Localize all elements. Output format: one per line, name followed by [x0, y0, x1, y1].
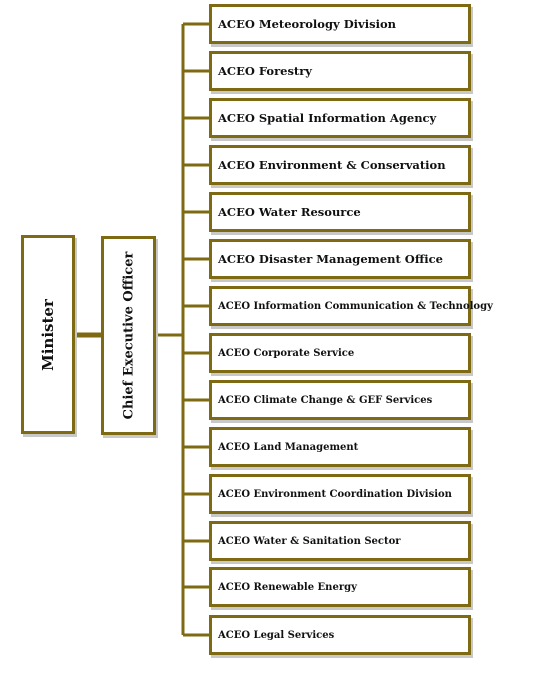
division-label: ACEO Water Resource: [218, 205, 361, 219]
division-label: ACEO Forestry: [218, 64, 312, 78]
division-box: ACEO Meteorology Division: [209, 4, 471, 44]
division-label: ACEO Land Management: [218, 441, 359, 453]
ceo-label: Chief Executive Officer: [121, 251, 136, 420]
division-box: ACEO Climate Change & GEF Services: [209, 380, 471, 420]
division-label: ACEO Environment & Conservation: [218, 158, 446, 172]
division-label: ACEO Renewable Energy: [218, 581, 357, 593]
division-label: ACEO Spatial Information Agency: [218, 111, 437, 125]
division-box: ACEO Water Resource: [209, 192, 471, 232]
division-label: ACEO Disaster Management Office: [218, 252, 443, 266]
ceo-box: Chief Executive Officer: [101, 236, 156, 435]
division-box: ACEO Water & Sanitation Sector: [209, 521, 471, 561]
division-box: ACEO Legal Services: [209, 615, 471, 655]
division-label: ACEO Information Communication & Technol…: [218, 300, 493, 312]
division-box: ACEO Forestry: [209, 51, 471, 91]
division-box: ACEO Information Communication & Technol…: [209, 286, 493, 326]
minister-box: Minister: [21, 235, 75, 434]
division-label: ACEO Meteorology Division: [218, 17, 396, 31]
division-box: ACEO Disaster Management Office: [209, 239, 471, 279]
division-label: ACEO Climate Change & GEF Services: [218, 394, 433, 406]
division-branches: [183, 22, 209, 637]
division-label: ACEO Corporate Service: [218, 347, 355, 359]
minister-label: Minister: [39, 298, 58, 371]
division-box: ACEO Renewable Energy: [209, 567, 471, 607]
division-label: ACEO Water & Sanitation Sector: [218, 535, 401, 547]
division-box: ACEO Spatial Information Agency: [209, 98, 471, 138]
division-box: ACEO Environment & Conservation: [209, 145, 471, 185]
division-box: ACEO Environment Coordination Division: [209, 474, 471, 514]
division-box: ACEO Corporate Service: [209, 333, 471, 373]
division-label: ACEO Environment Coordination Division: [218, 488, 452, 500]
division-label: ACEO Legal Services: [218, 629, 335, 641]
division-box: ACEO Land Management: [209, 427, 471, 467]
